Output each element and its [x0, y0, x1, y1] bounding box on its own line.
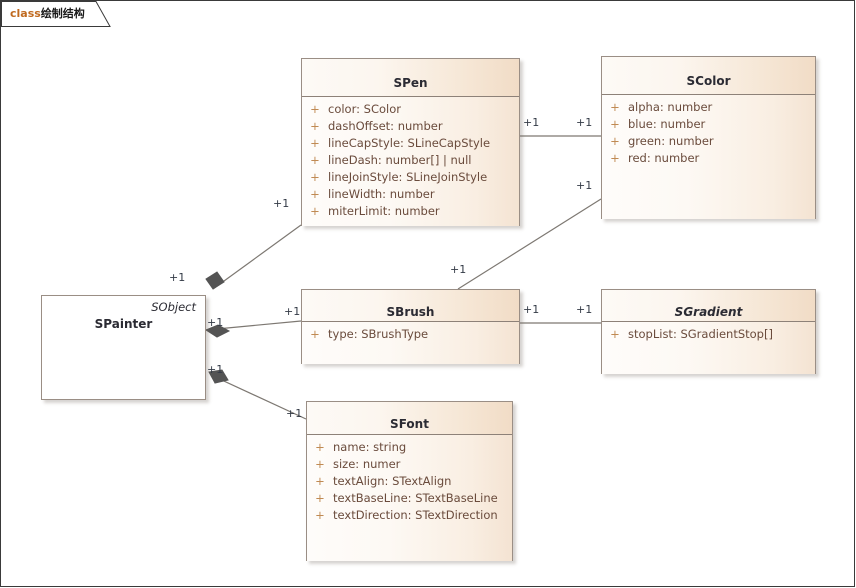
- attribute-visibility: +: [610, 327, 620, 341]
- attribute-row: + name: string: [307, 439, 512, 456]
- multiplicity-sbrush-sgradient-target: +1: [576, 303, 593, 316]
- class-title-sbrush: SBrush: [386, 305, 435, 319]
- attribute-visibility: +: [315, 440, 325, 454]
- multiplicity-sbrush-scolor-source: +1: [450, 263, 467, 276]
- multiplicity-sbrush-scolor-target: +1: [576, 179, 593, 192]
- attribute-row: + textAlign: STextAlign: [307, 473, 512, 490]
- class-header-sgradient: SGradient: [602, 290, 815, 322]
- attribute-visibility: +: [310, 204, 320, 218]
- attribute-visibility: +: [315, 457, 325, 471]
- attribute-visibility: +: [610, 100, 620, 114]
- class-box-sbrush[interactable]: SBrush + type: SBrushType: [301, 289, 520, 364]
- class-box-spainter[interactable]: SObject SPainter: [41, 295, 206, 400]
- class-box-spen[interactable]: SPen + color: SColor + dashOffset: numbe…: [301, 58, 520, 226]
- class-attributes-sgradient: + stopList: SGradientStop[]: [602, 322, 815, 374]
- attribute-visibility: +: [610, 117, 620, 131]
- attribute-row: + green: number: [602, 133, 815, 150]
- attribute-visibility: +: [310, 102, 320, 116]
- class-attributes-sfont: + name: string + size: numer + textAlign…: [307, 435, 512, 561]
- attribute-visibility: +: [310, 136, 320, 150]
- attribute-text: size: numer: [333, 457, 401, 471]
- frame-title-tab: class绘制结构: [1, 1, 111, 27]
- attribute-text: miterLimit: number: [328, 204, 440, 218]
- attribute-text: lineCapStyle: SLineCapStyle: [328, 136, 491, 150]
- class-box-scolor[interactable]: SColor + alpha: number + blue: number + …: [601, 56, 816, 219]
- attribute-visibility: +: [310, 153, 320, 167]
- attribute-row: + alpha: number: [602, 99, 815, 116]
- attribute-row: + lineWidth: number: [302, 186, 519, 203]
- class-stereotype-spainter: SObject: [151, 300, 196, 314]
- class-header-sbrush: SBrush: [302, 290, 519, 322]
- attribute-row: + lineCapStyle: SLineCapStyle: [302, 135, 519, 152]
- multiplicity-sbrush-sgradient-source: +1: [523, 303, 540, 316]
- class-title-sgradient: SGradient: [674, 305, 743, 319]
- attribute-row: + textDirection: STextDirection: [307, 507, 512, 524]
- frame-title-keyword: class: [10, 7, 41, 20]
- attribute-row: + blue: number: [602, 116, 815, 133]
- class-title-sfont: SFont: [390, 417, 429, 431]
- attribute-text: name: string: [333, 440, 407, 454]
- frame-tab-shape: [1, 1, 111, 27]
- attribute-text: stopList: SGradientStop[]: [628, 327, 773, 341]
- attribute-row: + miterLimit: number: [302, 203, 519, 220]
- attribute-visibility: +: [315, 508, 325, 522]
- attribute-text: dashOffset: number: [328, 119, 443, 133]
- attribute-text: color: SColor: [328, 102, 401, 116]
- class-box-sfont[interactable]: SFont + name: string + size: numer + tex…: [306, 401, 513, 561]
- attribute-text: lineDash: number[] | null: [328, 153, 472, 167]
- attribute-text: textAlign: STextAlign: [333, 474, 452, 488]
- attribute-text: green: number: [628, 134, 714, 148]
- attribute-visibility: +: [610, 134, 620, 148]
- attribute-visibility: +: [610, 151, 620, 165]
- class-attributes-spen: + color: SColor + dashOffset: number + l…: [302, 97, 519, 226]
- attribute-row: + dashOffset: number: [302, 118, 519, 135]
- multiplicity-spainter-spen-source: +1: [169, 271, 186, 284]
- attribute-row: + size: numer: [307, 456, 512, 473]
- attribute-visibility: +: [310, 187, 320, 201]
- class-attributes-sbrush: + type: SBrushType: [302, 322, 519, 364]
- multiplicity-spen-scolor-source: +1: [523, 116, 540, 129]
- class-title-spen: SPen: [393, 76, 428, 90]
- multiplicity-spainter-sbrush-source: +1: [207, 316, 224, 329]
- attribute-text: red: number: [628, 151, 700, 165]
- attribute-text: blue: number: [628, 117, 706, 131]
- attribute-text: alpha: number: [628, 100, 713, 114]
- frame-title-label: class绘制结构: [10, 6, 85, 21]
- connector-spainter-sbrush: [204, 320, 302, 338]
- attribute-visibility: +: [310, 170, 320, 184]
- attribute-visibility: +: [310, 119, 320, 133]
- attribute-row: + stopList: SGradientStop[]: [602, 326, 815, 343]
- class-box-sgradient[interactable]: SGradient + stopList: SGradientStop[]: [601, 289, 816, 374]
- multiplicity-spainter-spen-target: +1: [273, 197, 290, 210]
- class-header-scolor: SColor: [602, 57, 815, 95]
- attribute-text: textBaseLine: STextBaseLine: [333, 491, 498, 505]
- multiplicity-spen-scolor-target: +1: [576, 116, 593, 129]
- attribute-visibility: +: [315, 491, 325, 505]
- attribute-row: + type: SBrushType: [302, 326, 519, 343]
- attribute-text: type: SBrushType: [328, 327, 429, 341]
- connector-spainter-sfont: [208, 369, 307, 420]
- multiplicity-spainter-sfont-source: +1: [207, 363, 224, 376]
- attribute-text: textDirection: STextDirection: [333, 508, 498, 522]
- multiplicity-spainter-sfont-target: +1: [286, 407, 303, 420]
- attribute-visibility: +: [315, 474, 325, 488]
- class-header-spen: SPen: [302, 59, 519, 97]
- attribute-text: lineJoinStyle: SLineJoinStyle: [328, 170, 488, 184]
- connector-spainter-spen: [205, 224, 302, 290]
- class-title-scolor: SColor: [686, 74, 731, 88]
- attribute-row: + textBaseLine: STextBaseLine: [307, 490, 512, 507]
- multiplicity-spainter-sbrush-target: +1: [284, 305, 301, 318]
- connector-sbrush-scolor: [457, 198, 602, 290]
- attribute-visibility: +: [310, 327, 320, 341]
- attribute-text: lineWidth: number: [328, 187, 435, 201]
- class-attributes-scolor: + alpha: number + blue: number + green: …: [602, 95, 815, 219]
- class-title-spainter: SPainter: [94, 317, 153, 331]
- class-header-sfont: SFont: [307, 402, 512, 435]
- frame-title-name: 绘制结构: [40, 7, 85, 20]
- attribute-row: + red: number: [602, 150, 815, 167]
- attribute-row: + color: SColor: [302, 101, 519, 118]
- attribute-row: + lineDash: number[] | null: [302, 152, 519, 169]
- attribute-row: + lineJoinStyle: SLineJoinStyle: [302, 169, 519, 186]
